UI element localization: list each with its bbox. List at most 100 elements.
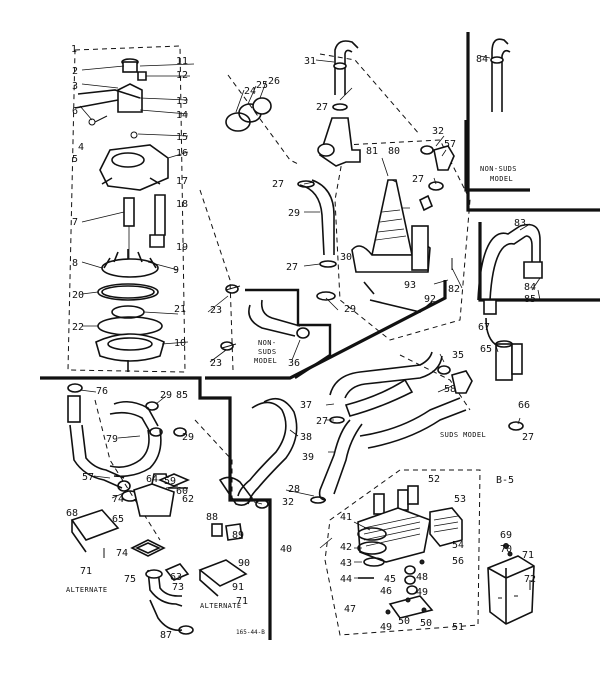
callout: 91 bbox=[232, 582, 244, 593]
callout: 51 bbox=[452, 622, 464, 633]
figure-id: B-5 bbox=[496, 475, 514, 486]
callout: 38 bbox=[300, 432, 312, 443]
callout: 27 bbox=[316, 416, 328, 427]
callout: 22 bbox=[72, 322, 84, 333]
callout: 14 bbox=[176, 110, 188, 121]
non-suds-top-label-line2: MODEL bbox=[490, 175, 513, 183]
callout: 85 bbox=[176, 390, 188, 401]
mounting-bracket bbox=[487, 543, 535, 625]
callout: 59 bbox=[164, 476, 176, 487]
callout: 76 bbox=[96, 386, 108, 397]
callout: 41 bbox=[340, 512, 352, 523]
callout: 81 bbox=[366, 146, 378, 157]
non-suds-mid-label-line1: NON- bbox=[258, 339, 276, 347]
callout: 23 bbox=[210, 305, 222, 316]
callout: 83 bbox=[514, 218, 526, 229]
callout: 66 bbox=[518, 400, 530, 411]
callout: 29 bbox=[288, 208, 300, 219]
section-borders bbox=[40, 32, 600, 640]
callout: 84 bbox=[476, 54, 488, 65]
callout: 6 bbox=[72, 106, 78, 117]
callout: 29 bbox=[344, 304, 356, 315]
center-hoses bbox=[218, 351, 473, 509]
callout: 89 bbox=[232, 530, 244, 541]
callout: 32 bbox=[432, 126, 444, 137]
callout: 50 bbox=[398, 616, 410, 627]
callout: 12 bbox=[176, 70, 188, 81]
callout: 70 bbox=[500, 544, 512, 555]
suds-model-label: SUDS MODEL bbox=[440, 431, 486, 439]
lower-right-pump bbox=[357, 485, 463, 619]
callout: 88 bbox=[206, 512, 218, 523]
callout: 68 bbox=[66, 508, 78, 519]
callout: 65 bbox=[112, 514, 124, 525]
callout: 57 bbox=[82, 472, 94, 483]
callout: 26 bbox=[268, 76, 280, 87]
callout: 47 bbox=[344, 604, 356, 615]
callout: 32 bbox=[282, 497, 294, 508]
leader-lines bbox=[79, 55, 541, 579]
callout: 43 bbox=[340, 558, 352, 569]
callout: 31 bbox=[304, 56, 316, 67]
callout: 58 bbox=[444, 384, 456, 395]
callout: 56 bbox=[452, 556, 464, 567]
callout: 74 bbox=[116, 548, 128, 559]
dashed-enclosures bbox=[67, 45, 481, 636]
non-suds-hose bbox=[490, 38, 511, 112]
callout: 42 bbox=[340, 542, 352, 553]
callout: 44 bbox=[340, 574, 352, 585]
callout: 9 bbox=[173, 265, 179, 276]
callout: 1 bbox=[71, 44, 77, 55]
non-suds-mid-label-line3: MODEL bbox=[254, 357, 277, 365]
callout: 3 bbox=[72, 81, 78, 92]
callout: 80 bbox=[388, 146, 400, 157]
callout: 45 bbox=[384, 574, 396, 585]
right-hoses bbox=[477, 223, 543, 431]
callout: 28 bbox=[288, 484, 300, 495]
callout: 29 bbox=[160, 390, 172, 401]
callout: 27 bbox=[286, 262, 298, 273]
callout: 16 bbox=[176, 148, 188, 159]
callout: 65 bbox=[480, 344, 492, 355]
callout: 27 bbox=[412, 174, 424, 185]
callout: 62 bbox=[182, 494, 194, 505]
callout: 71 bbox=[236, 596, 248, 607]
non-suds-mid-hose bbox=[220, 284, 310, 351]
upper-hoses bbox=[225, 40, 455, 301]
callout: 23 bbox=[210, 358, 222, 369]
callout: 63 bbox=[170, 572, 182, 583]
callout: 30 bbox=[340, 252, 352, 263]
callout: 37 bbox=[300, 400, 312, 411]
callout: 73 bbox=[172, 582, 184, 593]
callout: 82 bbox=[448, 284, 460, 295]
callout: 84 bbox=[524, 282, 536, 293]
callout: 53 bbox=[454, 494, 466, 505]
callout: 75 bbox=[124, 574, 136, 585]
callout: 27 bbox=[272, 179, 284, 190]
alternate-label-right: ALTERNATE bbox=[200, 602, 242, 610]
callout: 85 bbox=[524, 294, 536, 305]
callout: 40 bbox=[280, 544, 292, 555]
callout: 25 bbox=[256, 80, 268, 91]
callout: 17 bbox=[176, 176, 188, 187]
callout: 27 bbox=[316, 102, 328, 113]
text-labels: NON-SUDS MODEL NON- SUDS MODEL SUDS MODE… bbox=[66, 165, 517, 636]
callout: 74 bbox=[112, 494, 124, 505]
drawing-code: 165-44-B bbox=[236, 629, 265, 636]
callout: 29 bbox=[182, 432, 194, 443]
callout: 8 bbox=[72, 258, 78, 269]
non-suds-top-label-line1: NON-SUDS bbox=[480, 165, 517, 173]
callout: 21 bbox=[174, 304, 186, 315]
callout: 48 bbox=[416, 572, 428, 583]
callout: 93 bbox=[404, 280, 416, 291]
callout: 24 bbox=[244, 86, 256, 97]
callout: 72 bbox=[524, 574, 536, 585]
callout: 13 bbox=[176, 96, 188, 107]
callout: 92 bbox=[424, 294, 436, 305]
callout: 79 bbox=[106, 434, 118, 445]
callout: 64 bbox=[146, 474, 158, 485]
callout: 35 bbox=[452, 350, 464, 361]
alternate-label-left: ALTERNATE bbox=[66, 586, 108, 594]
